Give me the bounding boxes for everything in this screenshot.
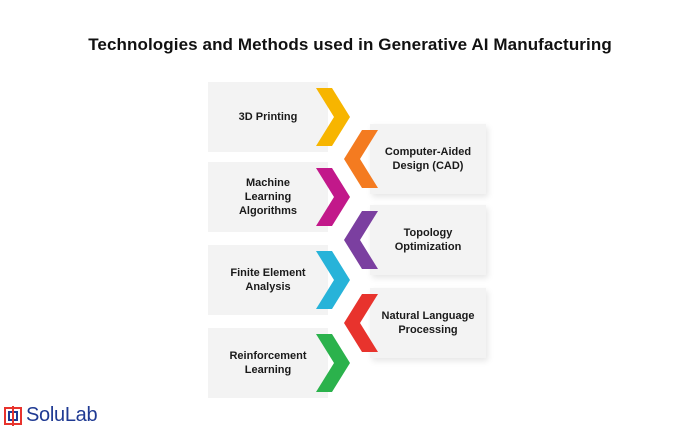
card-topology: Topology Optimization [370,205,486,275]
chevron-left-icon [344,294,378,352]
card-label: 3D Printing [238,111,298,123]
card-machine-learning: Machine Learning Algorithms [208,162,328,232]
chevron-left-icon [344,130,378,188]
card-label: Machine Learning Algorithms [238,177,298,217]
chevron-right-icon [316,251,350,309]
card-nlp: Natural Language Processing [370,288,486,358]
card-cad: Computer-Aided Design (CAD) [370,124,486,194]
card-label: Finite Element Analysis [230,267,306,293]
diagram-title: Technologies and Methods used in Generat… [88,35,612,54]
chevron-left-icon [344,211,378,269]
chevron-right-icon [316,88,350,146]
chevron-right-icon [316,334,350,392]
solulab-logo-icon [4,405,22,426]
card-label: Topology Optimization [394,227,462,253]
card-finite-element: Finite Element Analysis [208,245,328,315]
card-reinforcement: Reinforcement Learning [208,328,328,398]
logo-text: SoluLab [26,404,98,426]
card-label: Computer-Aided Design (CAD) [384,146,472,172]
card-label: Natural Language Processing [381,310,475,336]
card-3d-printing: 3D Printing [208,82,328,152]
chevron-right-icon [316,168,350,226]
card-label: Reinforcement Learning [229,350,307,376]
solulab-logo: SoluLab [4,404,98,427]
